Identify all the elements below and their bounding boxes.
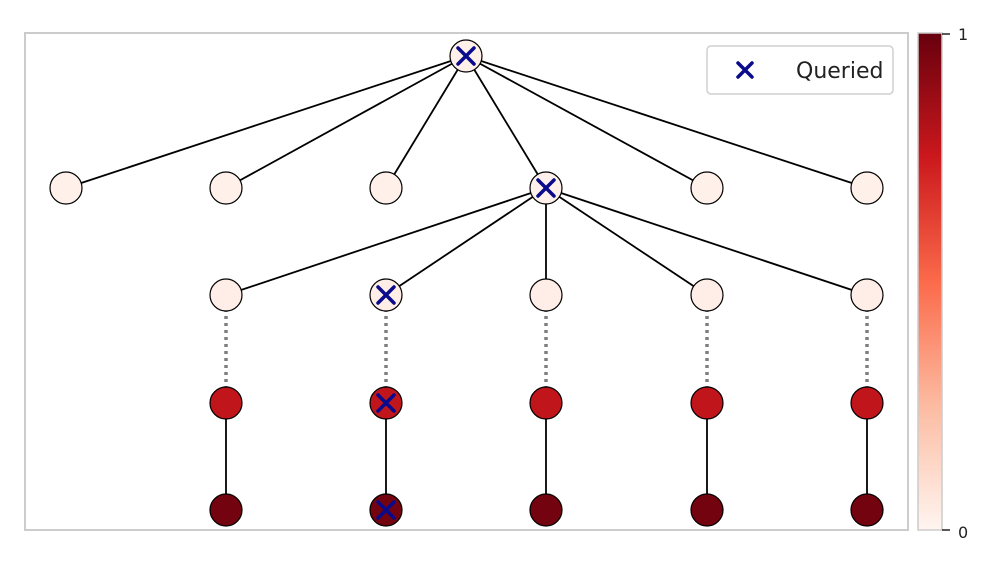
tree-edge [545,187,708,296]
colorbar-max-label: 1 [958,25,968,44]
tree-node-level4-4 [850,493,884,527]
tree-edge [385,55,467,189]
tree-node-level2-3 [690,278,724,312]
tree-node-level3-2 [529,386,563,420]
tree-node-level1-0 [49,171,83,205]
tree-edge [465,55,708,189]
queried-x-icon [376,500,396,520]
tree-edge [65,55,467,189]
tree-node-level4-3 [690,493,724,527]
tree-node-level2-4 [850,278,884,312]
colorbar-gradient [917,32,943,531]
queried-x-icon [456,46,476,66]
x-marker-glyph [736,61,754,79]
queried-x-icon [536,178,556,198]
colorbar-min-label: 0 [958,523,968,542]
tree-node-level3-3 [690,386,724,420]
tree-node-level2-0 [209,278,243,312]
tree-node-level1-4 [690,171,724,205]
tree-node-level4-0 [209,493,243,527]
tree-edges [65,55,869,510]
queried-x-icon [376,393,396,413]
queried-x-icon [376,285,396,305]
tree-node-level3-4 [850,386,884,420]
tree-node-level4-2 [529,493,563,527]
tree-edge [385,187,547,296]
legend: Queried [706,45,894,95]
tree-edge [465,55,547,189]
tree-node-level1-2 [369,171,403,205]
tree-node-level1-5 [850,171,884,205]
tree-edge [465,55,868,189]
plot-frame [24,32,909,531]
tree-edge [225,55,467,189]
x-marker-icon [736,61,754,79]
tree-node-level2-2 [529,278,563,312]
tree-node-level1-1 [209,171,243,205]
legend-label: Queried [796,59,883,84]
tree-edge [225,187,547,296]
tree-node-level3-0 [209,386,243,420]
tree-edge [545,187,868,296]
colorbar: 1 0 [917,25,968,542]
tree-nodes [49,39,884,527]
legend-box [706,45,894,95]
